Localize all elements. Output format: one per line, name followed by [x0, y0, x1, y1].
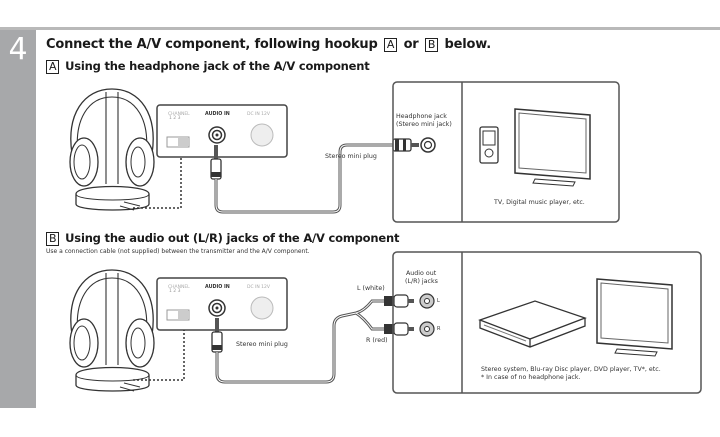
channel-label-a: CHANNEL [168, 112, 190, 117]
transmitter-b-link [133, 330, 185, 381]
option-a-badge: A [383, 38, 398, 52]
plug-label-a: Stereo mini plug [325, 153, 377, 160]
devices-caption-b-line1: Stereo system, Blu-ray Disc player, DVD … [481, 366, 661, 373]
music-player-icon [479, 126, 499, 164]
step-title: Connect the A/V component, following hoo… [46, 37, 491, 52]
devices-caption-a: TV, Digital music player, etc. [494, 199, 585, 206]
headphone-jack-icon [420, 137, 436, 153]
jack-r-label: R [437, 326, 441, 332]
step-title-or: or [403, 37, 419, 52]
device-box-a [392, 81, 620, 223]
audio-out-jack-r-icon [419, 321, 435, 337]
jack-label-a-line1: Headphone jack [396, 113, 447, 120]
step-title-suffix: below. [444, 37, 492, 52]
section-b-heading-text: Using the audio out (L/R) jacks of the A… [65, 231, 400, 245]
section-b-badge: B [46, 232, 60, 246]
section-a-badge: A [46, 60, 60, 74]
tv-a-icon [514, 108, 591, 187]
left-plug-label: L (white) [357, 285, 385, 292]
step-title-prefix: Connect the A/V component, following hoo… [46, 37, 378, 52]
headphone-plug-a-icon [392, 138, 419, 152]
plug-label-b: Stereo mini plug [236, 341, 288, 348]
disc-player-icon [478, 300, 587, 348]
rca-plug-left-icon [384, 294, 414, 308]
jack-l-label: L [437, 298, 440, 304]
headphones-a-icon [69, 88, 155, 211]
top-rule [0, 27, 720, 30]
tv-b-icon [596, 278, 673, 357]
jack-label-a-line2: (Stereo mini jack) [396, 121, 452, 128]
step-number: 4 [8, 32, 28, 67]
dc-in-label-b: DC IN 12V [247, 285, 270, 290]
step-sidebar [0, 30, 36, 408]
option-b-badge: B [424, 38, 439, 52]
section-b-heading: B Using the audio out (L/R) jacks of the… [46, 231, 399, 246]
audio-in-label-a: AUDIO IN [205, 112, 230, 117]
dc-in-label-a: DC IN 12V [247, 112, 270, 117]
jack-label-b-line2: (L/R) jacks [405, 278, 438, 285]
section-a-heading-text: Using the headphone jack of the A/V comp… [65, 59, 370, 73]
section-b-note: Use a connection cable (not supplied) be… [46, 248, 310, 255]
device-box-b [392, 251, 702, 394]
transmitter-a-link [133, 157, 182, 209]
devices-caption-b-line2: * In case of no headphone jack. [481, 374, 581, 381]
jack-label-b-line1: Audio out [406, 270, 437, 277]
right-plug-label: R (red) [366, 337, 388, 344]
rca-plug-right-icon [384, 322, 414, 336]
audio-in-label-b: AUDIO IN [205, 285, 230, 290]
channel-label-b: CHANNEL [168, 285, 190, 290]
headphones-b-icon [69, 269, 155, 392]
section-a-heading: A Using the headphone jack of the A/V co… [46, 59, 370, 74]
audio-out-jack-l-icon [419, 293, 435, 309]
